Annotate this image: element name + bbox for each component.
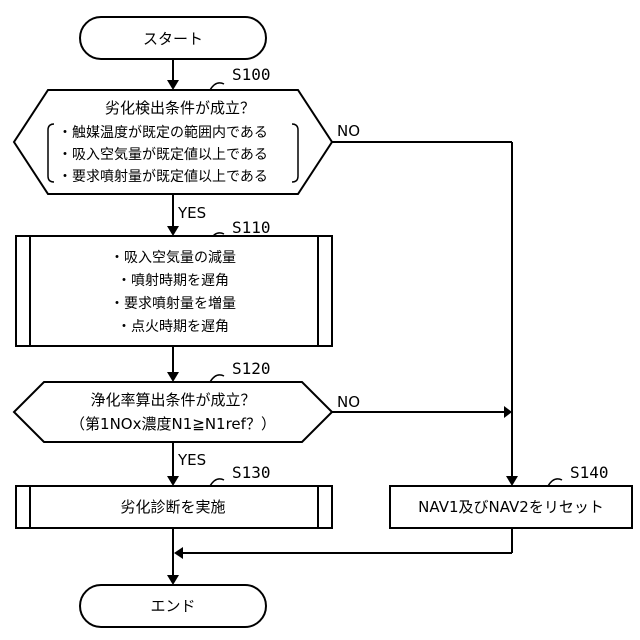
s120-no-label: NO xyxy=(337,393,360,411)
step-leader-s140 xyxy=(548,479,562,486)
s120-yes-label: YES xyxy=(177,451,206,469)
s110-item-2: ・噴射時期を遅角 xyxy=(117,273,229,289)
arrowhead xyxy=(167,372,179,382)
s100-condition-1: ・触媒温度が既定の範囲内である xyxy=(58,124,268,141)
step-label-s130: S130 xyxy=(232,463,271,482)
s120-condition: （第1NOx濃度N1≧N1ref？） xyxy=(70,415,276,433)
end-label: エンド xyxy=(150,597,195,615)
arrowhead xyxy=(167,226,179,236)
arrowhead xyxy=(506,476,518,486)
step-label-s110: S110 xyxy=(232,218,271,237)
step-label-s140: S140 xyxy=(570,463,609,482)
arrowhead xyxy=(174,547,183,559)
s100-no-label: NO xyxy=(337,122,360,140)
start-label: スタート xyxy=(143,30,203,48)
step-label-s100: S100 xyxy=(232,65,271,84)
s110-item-4: ・点火時期を遅角 xyxy=(117,319,229,335)
s100-condition-3: ・要求噴射量が既定値以上である xyxy=(58,169,268,185)
arrowhead xyxy=(504,406,512,418)
step-leader-s120 xyxy=(210,375,224,382)
arrowhead xyxy=(167,575,179,585)
s100-yes-label: YES xyxy=(177,204,206,222)
s130-label: 劣化診断を実施 xyxy=(120,498,225,516)
s110-item-3: ・要求噴射量を増量 xyxy=(110,296,236,312)
arrowhead xyxy=(167,80,179,90)
step-label-s120: S120 xyxy=(232,359,271,378)
arrowhead xyxy=(167,476,179,486)
s140-label: NAV1及びNAV2をリセット xyxy=(418,498,604,516)
step-leader-s130 xyxy=(210,479,224,486)
s100-condition-2: ・吸入空気量が既定値以上である xyxy=(58,147,268,163)
s110-item-1: ・吸入空気量の減量 xyxy=(110,249,236,266)
s100-question: 劣化検出条件が成立？ xyxy=(105,99,255,117)
s120-question: 浄化率算出条件が成立？ xyxy=(90,391,255,409)
step-leader-s100 xyxy=(210,83,224,90)
